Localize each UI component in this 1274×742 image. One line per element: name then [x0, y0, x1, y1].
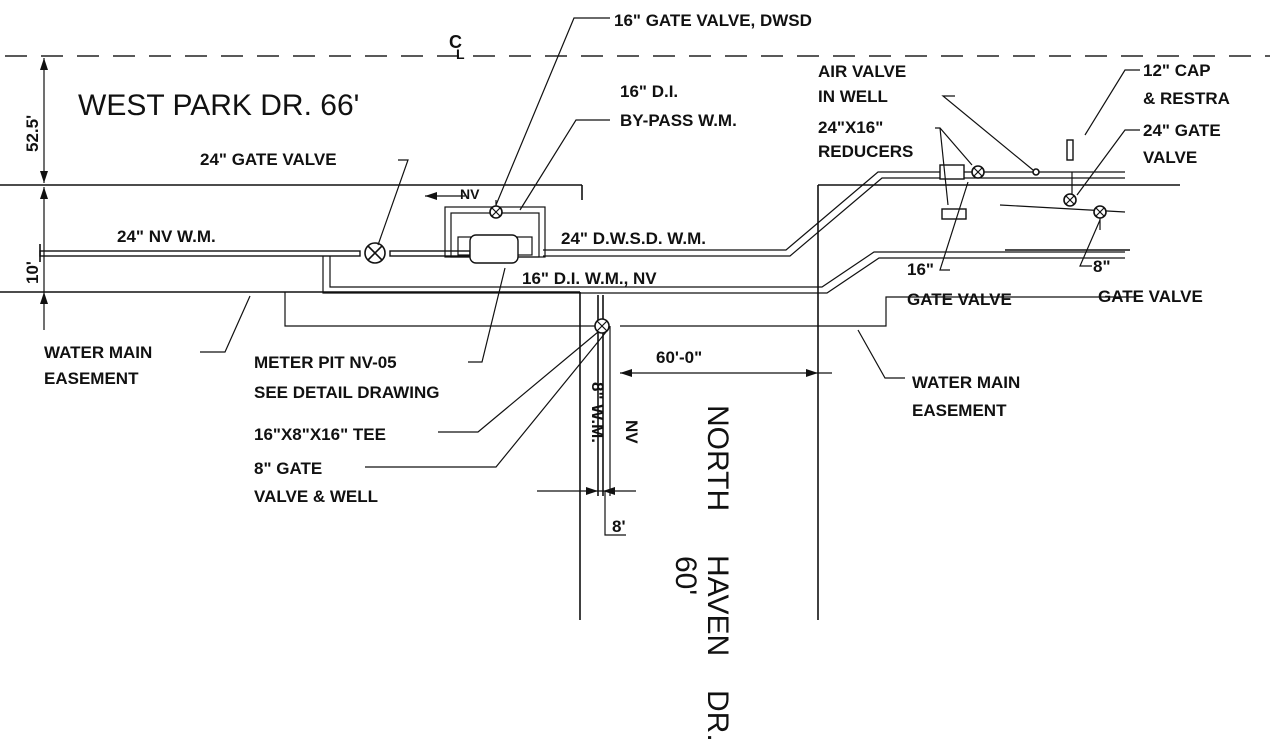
cap-12 — [1066, 139, 1074, 161]
leader-gate-16-dwsd — [495, 17, 610, 206]
label-wm-8-vertical: 8" W.M. — [588, 382, 607, 443]
pipe-16-di-outer — [322, 256, 1125, 294]
reducer-1 — [939, 164, 965, 180]
gate-valve-24-icon — [364, 242, 386, 264]
label-easement-left-1: WATER MAIN — [44, 343, 152, 362]
label-reducers-2: REDUCERS — [818, 142, 913, 161]
label-di-bypass-2: BY-PASS W.M. — [620, 111, 737, 130]
label-gate-24-right-1: 24" GATE — [1143, 121, 1221, 140]
dim-10-text: 10' — [23, 261, 42, 284]
air-valve-icon — [1032, 168, 1040, 176]
label-air-valve-2: IN WELL — [818, 87, 888, 106]
leader-easement-left — [200, 295, 251, 353]
label-gate-valve-16-dwsd: 16" GATE VALVE, DWSD — [614, 11, 812, 30]
valves — [364, 165, 1107, 334]
label-tee: 16"X8"X16" TEE — [254, 425, 386, 444]
leader-reducer-2 — [939, 127, 949, 206]
label-easement-left-2: EASEMENT — [44, 369, 139, 388]
label-nv-vertical: NV — [622, 420, 641, 444]
leader-gate-24 — [377, 159, 409, 246]
label-air-valve-1: AIR VALVE — [818, 62, 906, 81]
easement-boundary-right — [620, 296, 1135, 327]
label-gate-24-right-2: VALVE — [1143, 148, 1197, 167]
dim-8-text: 8' — [612, 517, 626, 536]
reducer-2 — [941, 208, 967, 220]
label-gate-16-right-1: 16" — [907, 260, 934, 279]
dimension-lines — [40, 58, 832, 536]
label-gate-8-1: 8" GATE — [254, 459, 322, 478]
leader-bypass — [519, 119, 610, 211]
leader-gate-16-right — [939, 181, 969, 271]
label-nv-wm-24: 24" NV W.M. — [117, 227, 216, 246]
label-cap-1: 12" CAP — [1143, 61, 1211, 80]
leader-cap — [1084, 69, 1140, 136]
label-gate-valve-24: 24" GATE VALVE — [200, 150, 337, 169]
label-dwsd-wm-24: 24" D.W.S.D. W.M. — [561, 229, 706, 248]
centerline-symbol-c: C — [449, 32, 462, 52]
easement-boundary-left — [284, 292, 598, 327]
pipe-16-di-inner — [329, 251, 1125, 288]
pipe-24-dwsd-upper — [543, 171, 1125, 251]
tee-valve-icon — [594, 318, 610, 334]
leader-easement-right — [857, 329, 905, 379]
leader-gate-8-right — [1079, 219, 1101, 267]
leader-tee — [438, 331, 599, 433]
label-easement-right-1: WATER MAIN — [912, 373, 1020, 392]
leader-lines — [200, 17, 1140, 468]
leader-meter-pit — [468, 267, 506, 363]
leader-gate-24-right — [1076, 129, 1140, 196]
centerline-symbol-l: L — [456, 46, 465, 62]
label-cap-2: & RESTRA — [1143, 89, 1230, 108]
dim-52-5-text: 52.5' — [23, 115, 42, 152]
street-north-haven-1: NORTH — [701, 405, 734, 511]
gate-valve-8-right-icon — [1093, 205, 1107, 219]
street-north-haven-3: DR. — [701, 690, 734, 742]
label-gate-8-right-1: 8" — [1093, 257, 1111, 276]
label-gate-8-right-2: GATE VALVE — [1098, 287, 1203, 306]
gate-valve-16-dwsd-icon — [489, 205, 503, 219]
dim-60-text: 60'-0" — [656, 348, 702, 367]
label-di-bypass-1: 16" D.I. — [620, 82, 678, 101]
centerline-symbol: C L — [449, 32, 465, 62]
label-gate-16-right-2: GATE VALVE — [907, 290, 1012, 309]
label-di-wm-16: 16" D.I. W.M., NV — [522, 269, 657, 288]
label-reducers-1: 24"X16" — [818, 118, 883, 137]
meter — [469, 234, 519, 264]
leader-gate-8 — [365, 331, 607, 468]
street-west-park: WEST PARK DR. 66' — [78, 89, 359, 122]
label-gate-8-2: VALVE & WELL — [254, 487, 378, 506]
label-meter-pit-1: METER PIT NV-05 — [254, 353, 397, 372]
pipe-24-dwsd-lower — [543, 177, 1125, 257]
street-north-haven-2: HAVEN — [701, 555, 734, 656]
street-north-haven-width: 60' — [669, 556, 702, 595]
dim-8-leader — [604, 491, 626, 536]
gate-valve-16-right-icon — [971, 165, 985, 179]
pipe-24-nv — [39, 250, 361, 257]
label-nv-small: NV — [460, 186, 480, 202]
gate-valve-24-right-icon — [1063, 193, 1077, 207]
leader-air-valve — [941, 95, 1034, 171]
label-meter-pit-2: SEE DETAIL DRAWING — [254, 383, 439, 402]
label-easement-right-2: EASEMENT — [912, 401, 1007, 420]
